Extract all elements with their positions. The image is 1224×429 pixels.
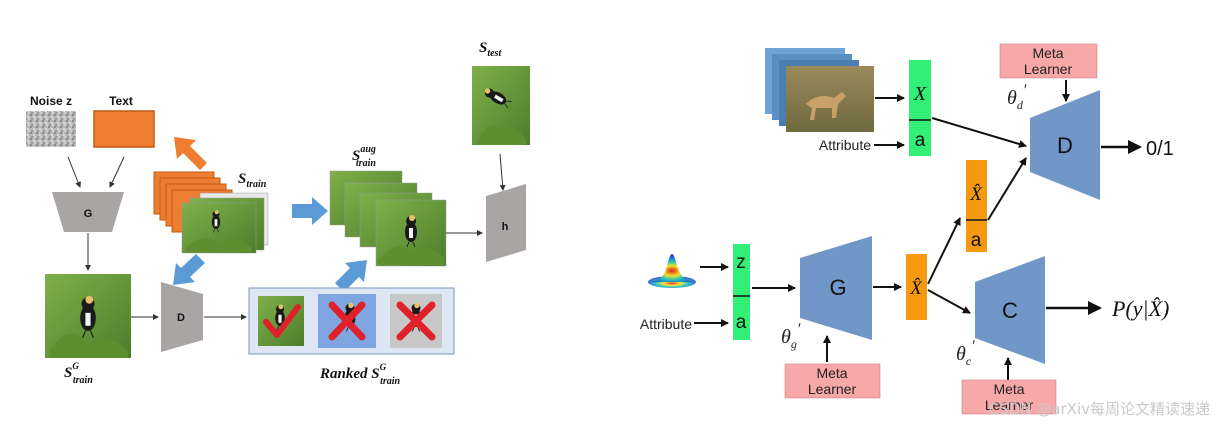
c-block: C (975, 256, 1045, 364)
output-binary: 0/1 (1146, 138, 1174, 160)
g-block: G (800, 236, 872, 340)
g-block-label: G (829, 275, 846, 300)
noise-z-label: Noise z (30, 94, 72, 108)
blue-arrow-down (173, 254, 205, 285)
deer-image-stack (765, 48, 874, 132)
s-train-label: Strain (238, 171, 267, 190)
blue-arrow-up (335, 260, 367, 292)
x-label: X (913, 83, 927, 105)
meta-label-g-2: Learner (808, 381, 857, 397)
x-hat-vector: X̂ (906, 254, 927, 320)
attribute-label-top: Attribute (819, 137, 871, 153)
theta-d-label: θd′ (1007, 82, 1027, 112)
x-hat-a-vector: X̂ a (966, 160, 987, 252)
z-label: z (736, 252, 746, 273)
s-test-image (472, 66, 530, 145)
attribute-label-bottom: Attribute (640, 316, 692, 332)
blue-arrow-right (292, 197, 328, 225)
theta-g-label: θg′ (781, 321, 801, 351)
theta-c-label: θc′ (956, 338, 975, 368)
a-label-top: a (915, 130, 926, 151)
ranked-panel (248, 287, 455, 355)
meta-label-g-1: Meta (816, 365, 847, 381)
meta-label-top-2: Learner (1024, 61, 1073, 77)
noise-z-input: Noise z (26, 94, 76, 147)
generator-block: G (52, 192, 124, 232)
a-label-bottom: a (736, 312, 747, 333)
generator-label: G (84, 208, 93, 220)
x-a-vector: X a (909, 60, 931, 156)
s-train-image-stack (181, 192, 269, 254)
meta-label-c-1: Meta (993, 381, 1024, 397)
generated-bird-image (45, 274, 131, 358)
x-hat-label: X̂ (909, 278, 923, 299)
meta-learner-c: Meta Learner (961, 379, 1057, 415)
discriminator-block: D (161, 282, 203, 352)
classifier-h-label: h (502, 221, 509, 233)
z-a-vector: z a (733, 244, 750, 340)
orange-arrow (174, 137, 207, 170)
meta-learner-g: Meta Learner (784, 363, 881, 399)
text-input: Text (93, 94, 155, 148)
d-block: D (1030, 90, 1100, 200)
s-test-label: Stest (479, 40, 502, 59)
d-block-label: D (1057, 133, 1073, 158)
text-label: Text (109, 94, 133, 108)
meta-label-top-1: Meta (1032, 45, 1063, 61)
meta-label-c-2: Learner (985, 397, 1034, 413)
watermark: CSDN @arXiv每周论文精读速递 (988, 400, 1210, 418)
output-prob: P(y|X̂) (1111, 296, 1169, 321)
a-label-upper: a (971, 230, 982, 251)
meta-learner-top: Meta Learner (999, 43, 1098, 79)
x-hat-label-upper: X̂ (969, 184, 983, 205)
gaussian-noise-icon (648, 254, 696, 288)
discriminator-label: D (177, 312, 185, 324)
classifier-h-block: h (486, 184, 526, 262)
c-block-label: C (1002, 298, 1018, 323)
s-aug-image-stack (329, 170, 447, 267)
